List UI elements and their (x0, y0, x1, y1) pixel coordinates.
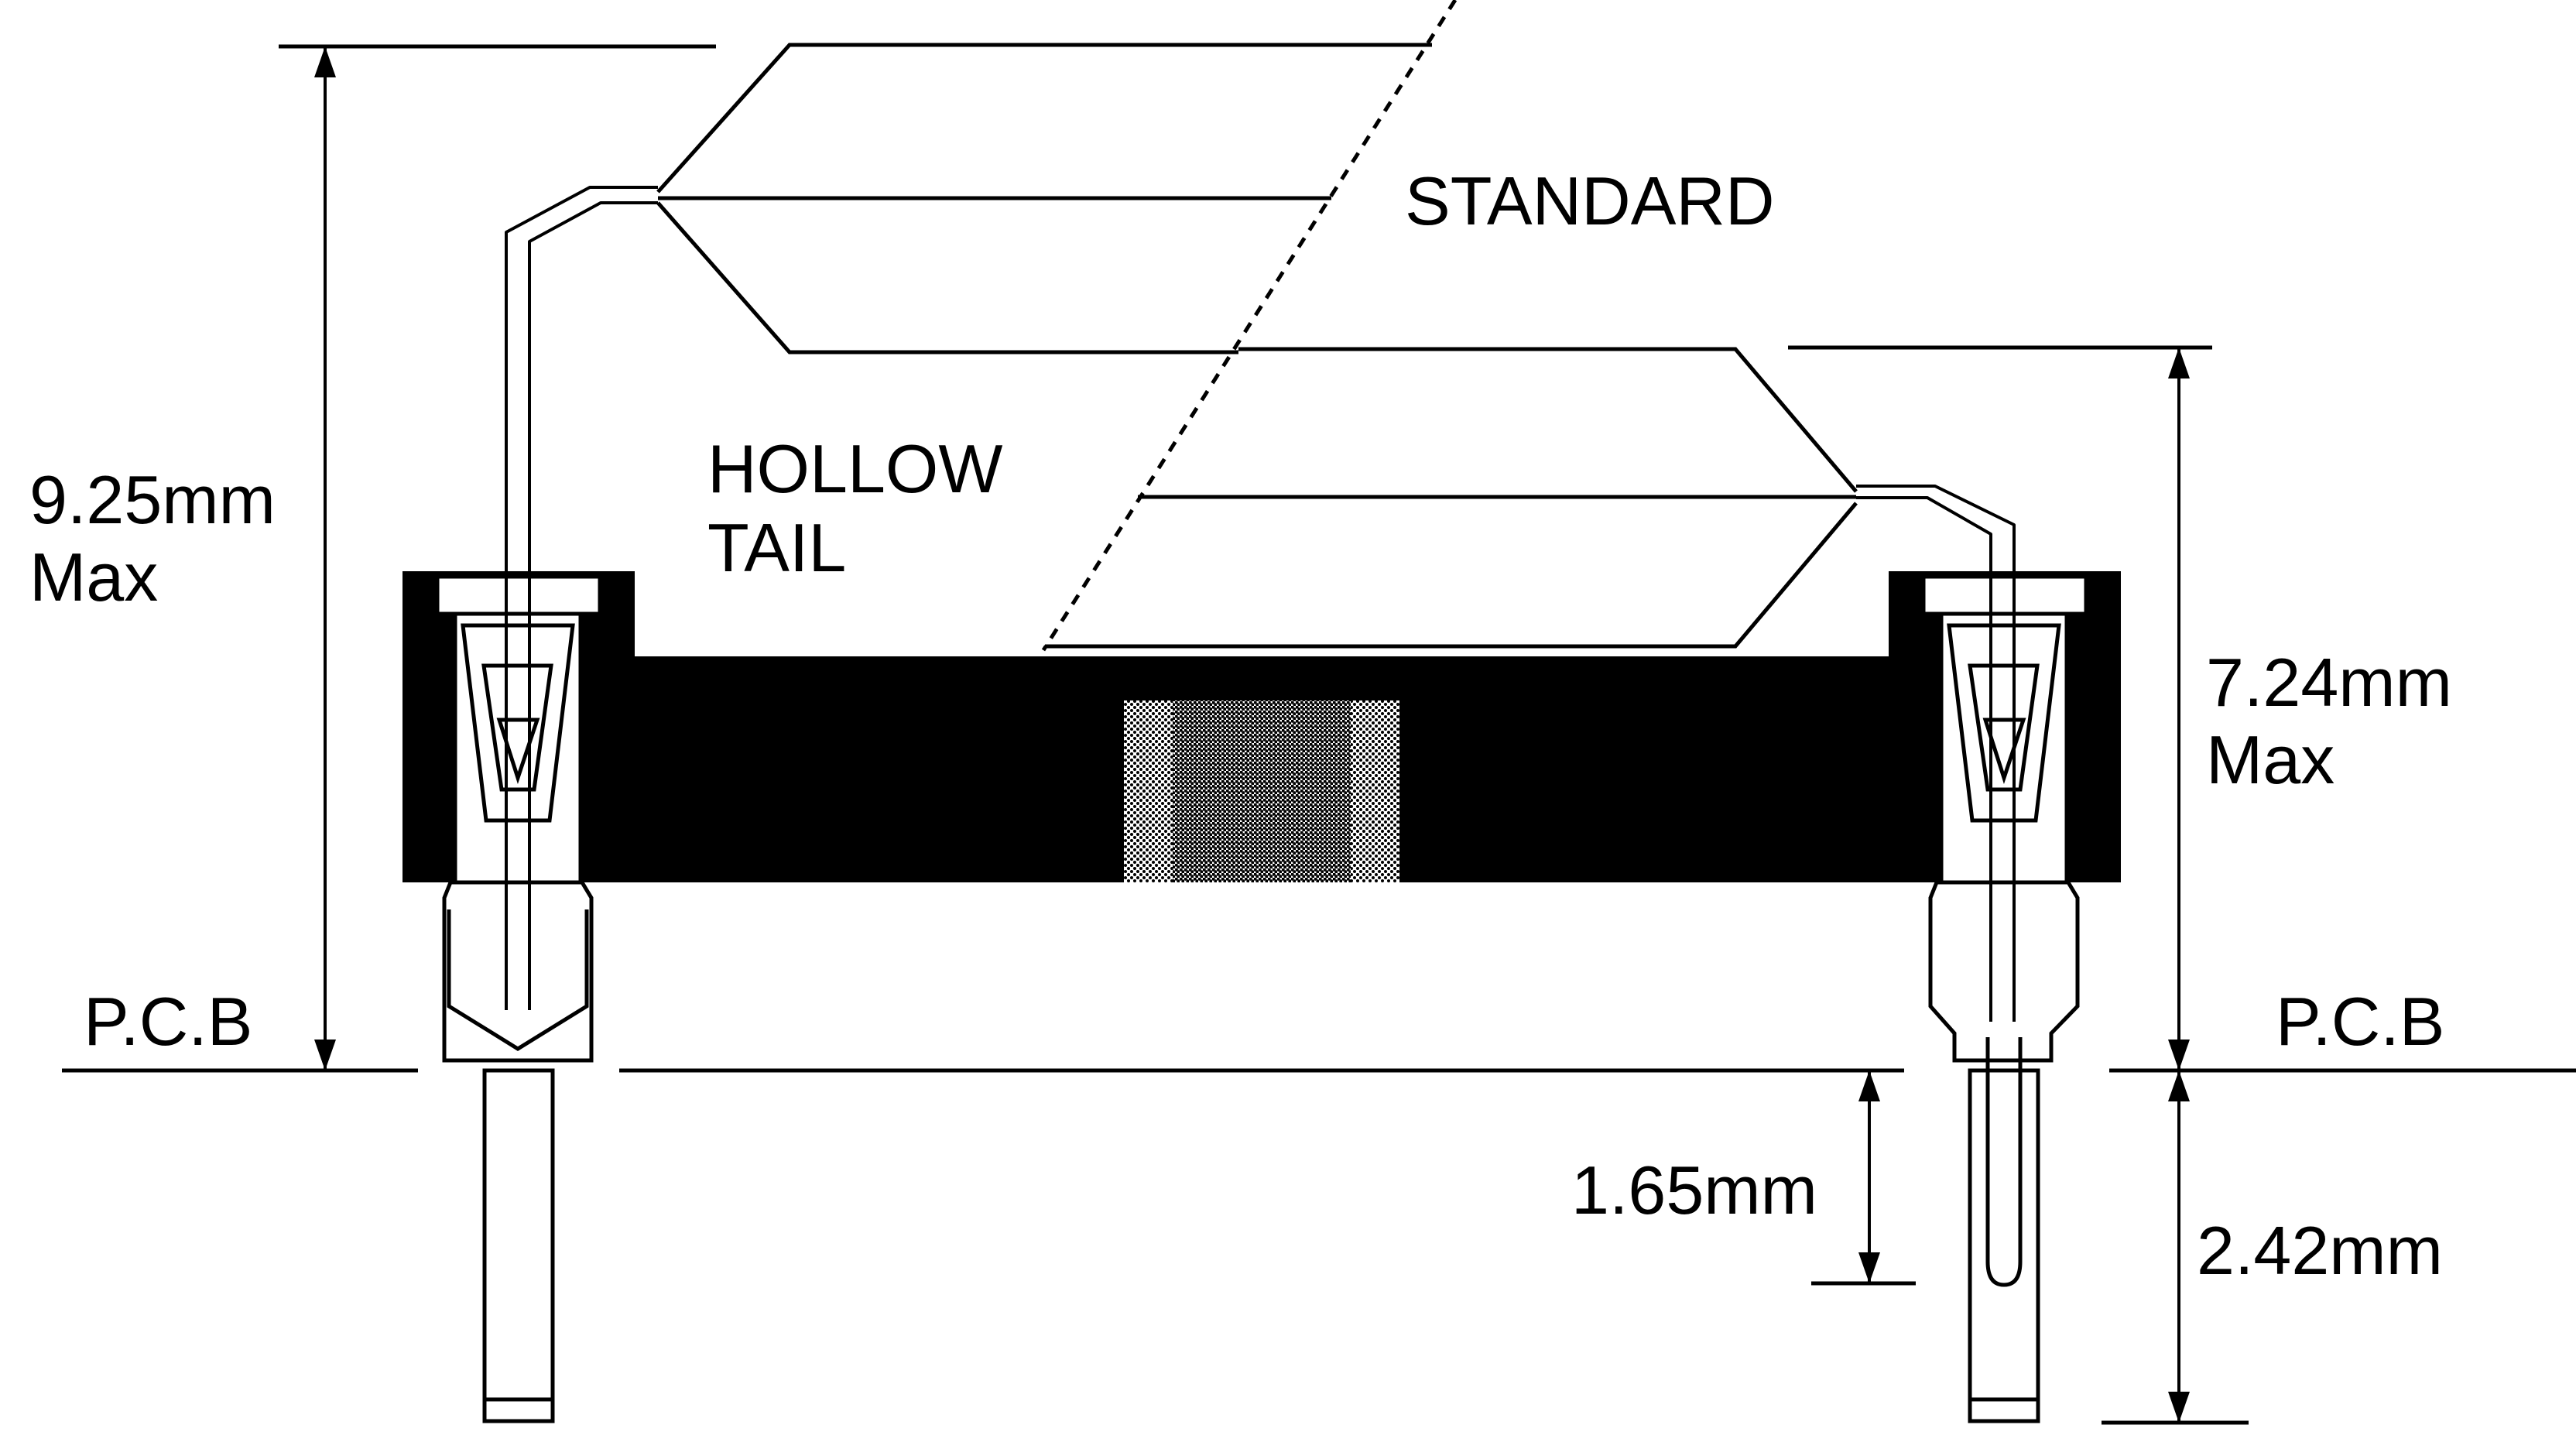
tail-hollow-label: 1.65mm (1571, 1152, 1817, 1228)
hollow-tail-pin (1921, 574, 2088, 1423)
standard-pin (435, 574, 602, 1423)
dimension-1-65 (1811, 1070, 1916, 1286)
height-standard-max: Max (29, 539, 158, 615)
standard-wire (505, 43, 1432, 1010)
hollow-tail-label-line2: TAIL (707, 509, 846, 586)
dimension-7-24 (1788, 345, 2212, 1070)
hollow-wire (1045, 347, 2016, 1022)
tail-standard-label: 2.42mm (2197, 1212, 2443, 1289)
standard-label: STANDARD (1405, 163, 1775, 239)
hollow-tail-label-line1: HOLLOW (707, 430, 1002, 507)
pcb-label-left: P.C.B (84, 983, 253, 1060)
break-line (1041, 0, 1458, 652)
height-standard-value: 9.25mm (29, 461, 276, 538)
dimension-9-25 (279, 44, 716, 1070)
height-hollow-max: Max (2206, 721, 2334, 798)
pcb-label-right: P.C.B (2276, 983, 2445, 1060)
stippled-insert (1124, 700, 1399, 882)
height-hollow-value: 7.24mm (2206, 644, 2452, 721)
dimension-2-42 (2102, 1070, 2249, 1425)
